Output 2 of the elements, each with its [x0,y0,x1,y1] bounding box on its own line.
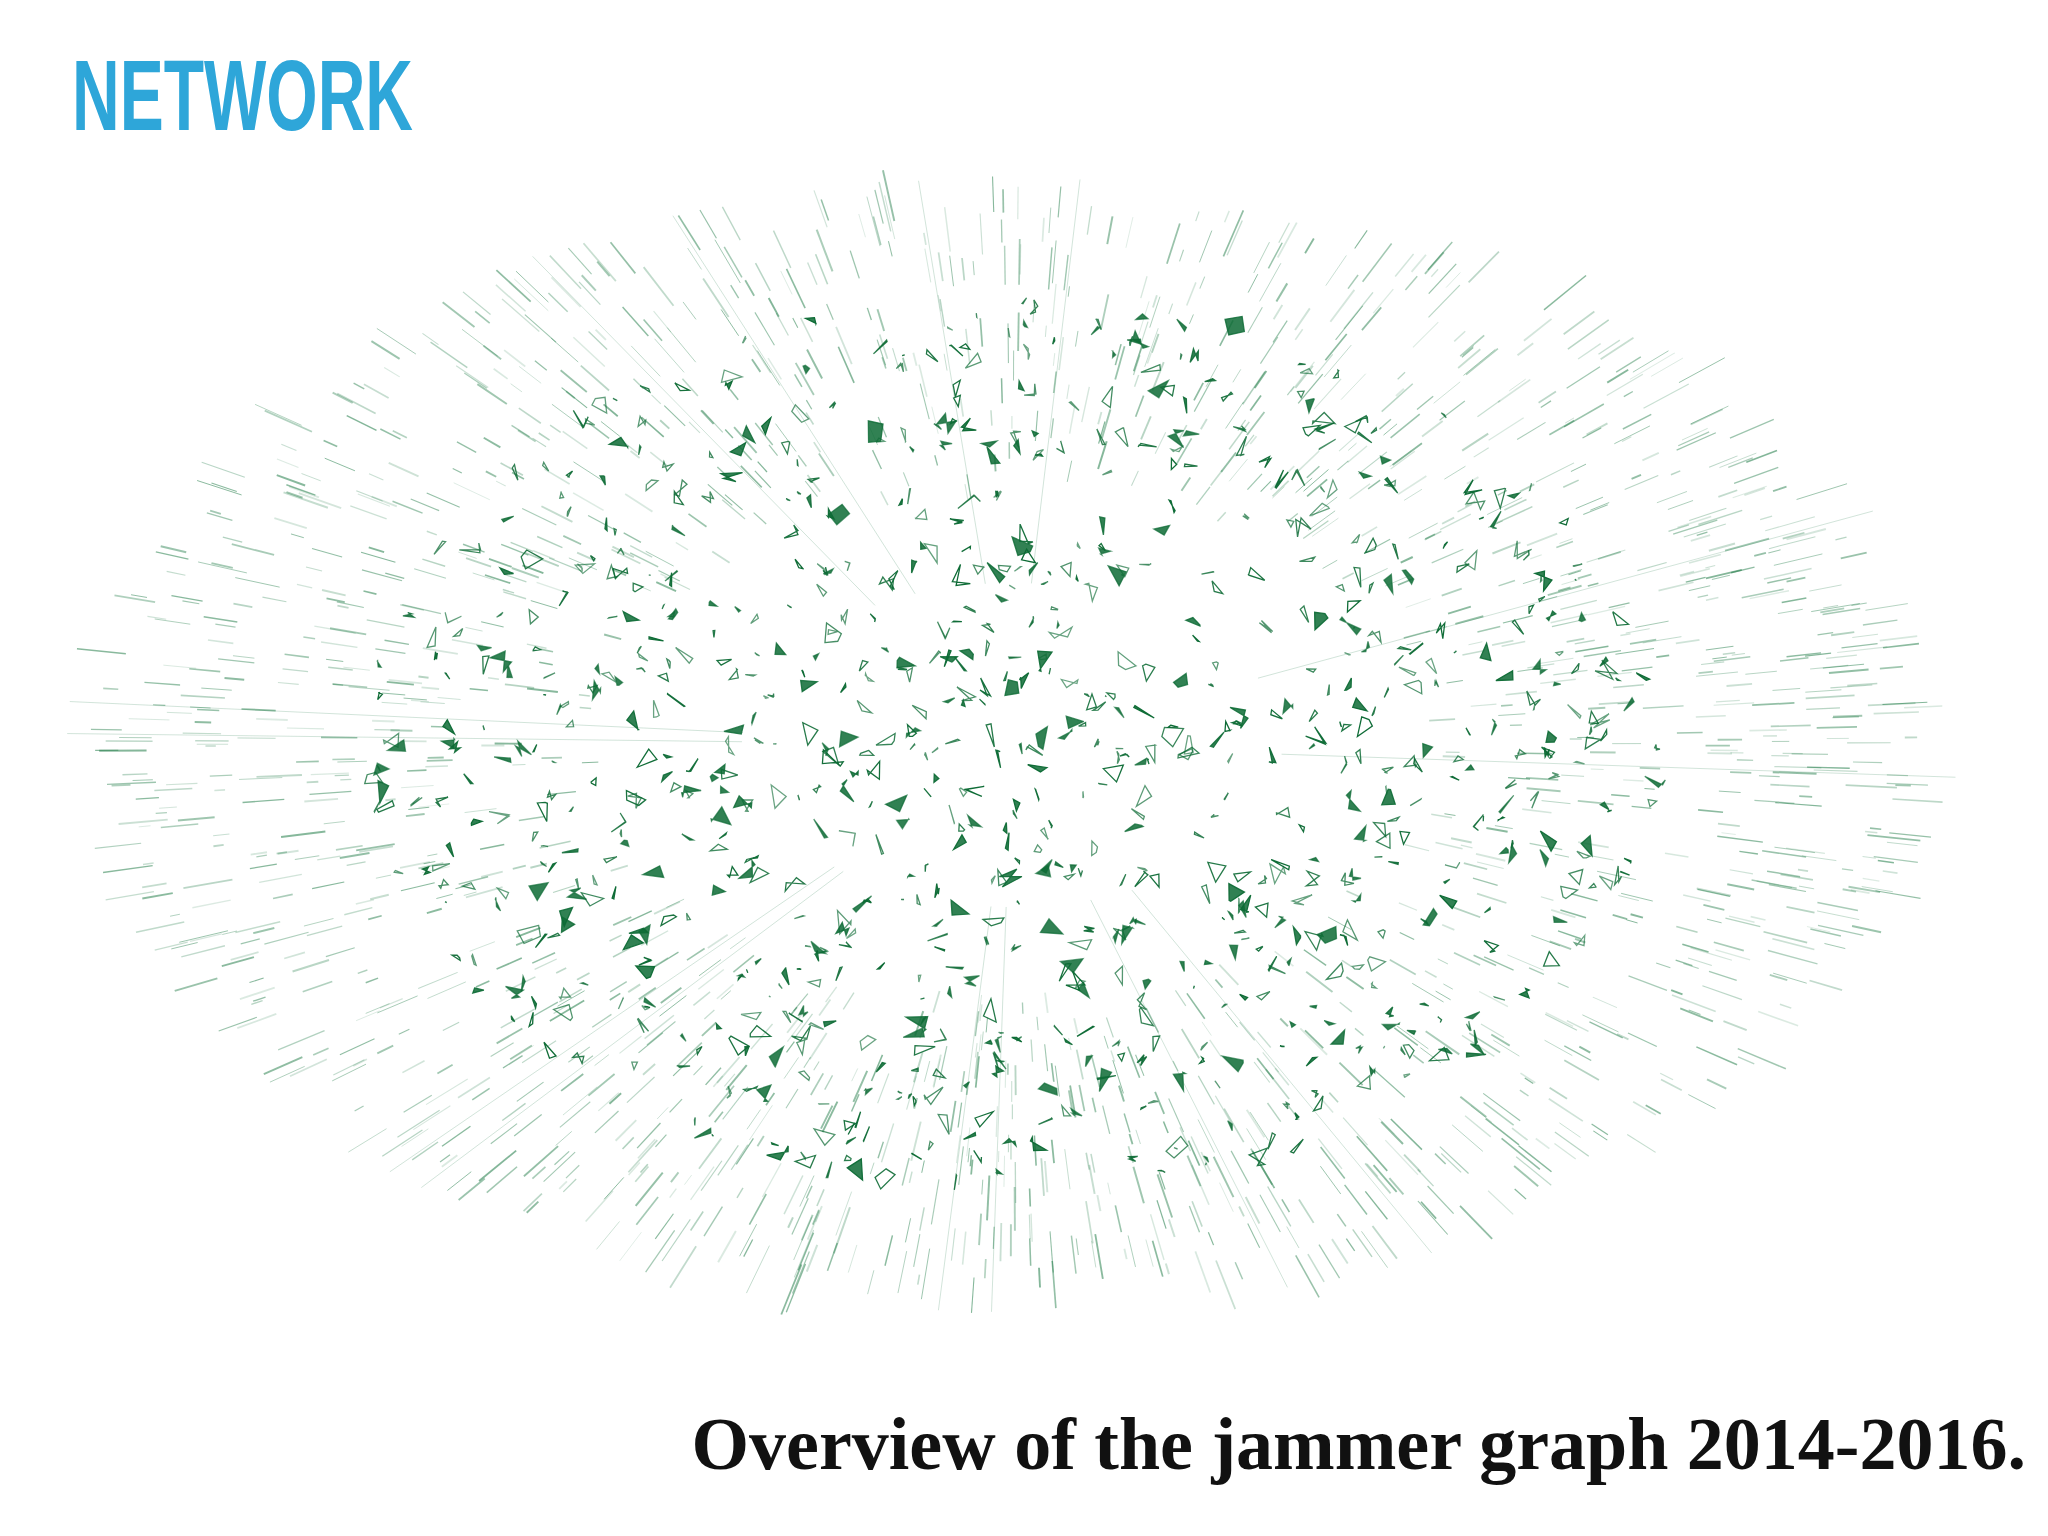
slide-title: NETWORK [72,40,413,150]
figure-caption: Overview of the jammer graph 2014-2016. [691,1402,2026,1487]
